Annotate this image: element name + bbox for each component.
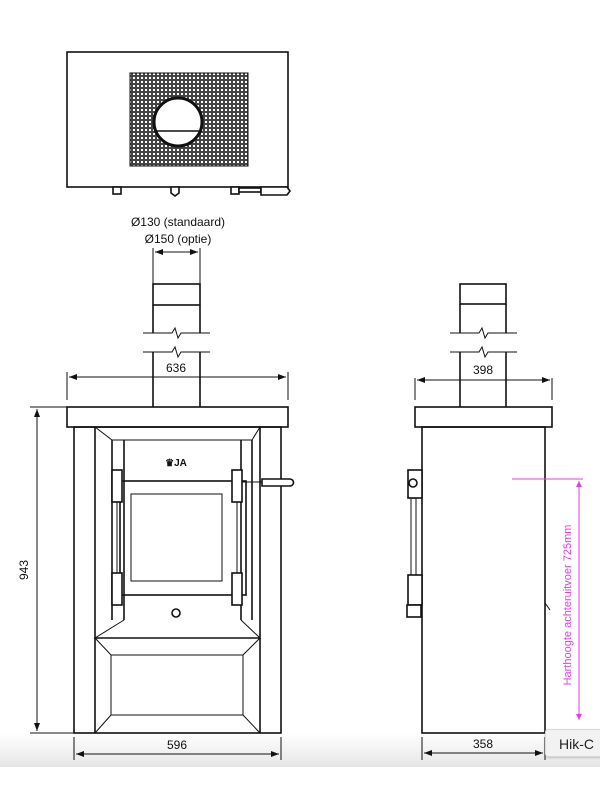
front-top-width-label: 636 bbox=[166, 361, 186, 375]
brand-logo: ♛JA bbox=[165, 458, 187, 469]
rear-outlet-height-label: Harthoogte achteruitvoer 725mm bbox=[562, 525, 574, 686]
rear-outlet-height-dimension: Harthoogte achteruitvoer 725mm bbox=[512, 478, 583, 720]
side-top-depth-label: 398 bbox=[473, 363, 493, 377]
side-view bbox=[406, 283, 553, 734]
top-view bbox=[66, 51, 291, 197]
front-view: ♛JA bbox=[66, 283, 295, 734]
flue-diameter-standard: Ø130 (standaard) bbox=[131, 215, 225, 229]
side-bottom-depth-label: 358 bbox=[473, 737, 493, 751]
front-bottom-width-label: 596 bbox=[167, 738, 187, 752]
front-height-label: 943 bbox=[17, 560, 31, 580]
tooltip: Hik-C bbox=[545, 729, 600, 757]
flue-diameter-option: Ø150 (optie) bbox=[145, 232, 212, 246]
